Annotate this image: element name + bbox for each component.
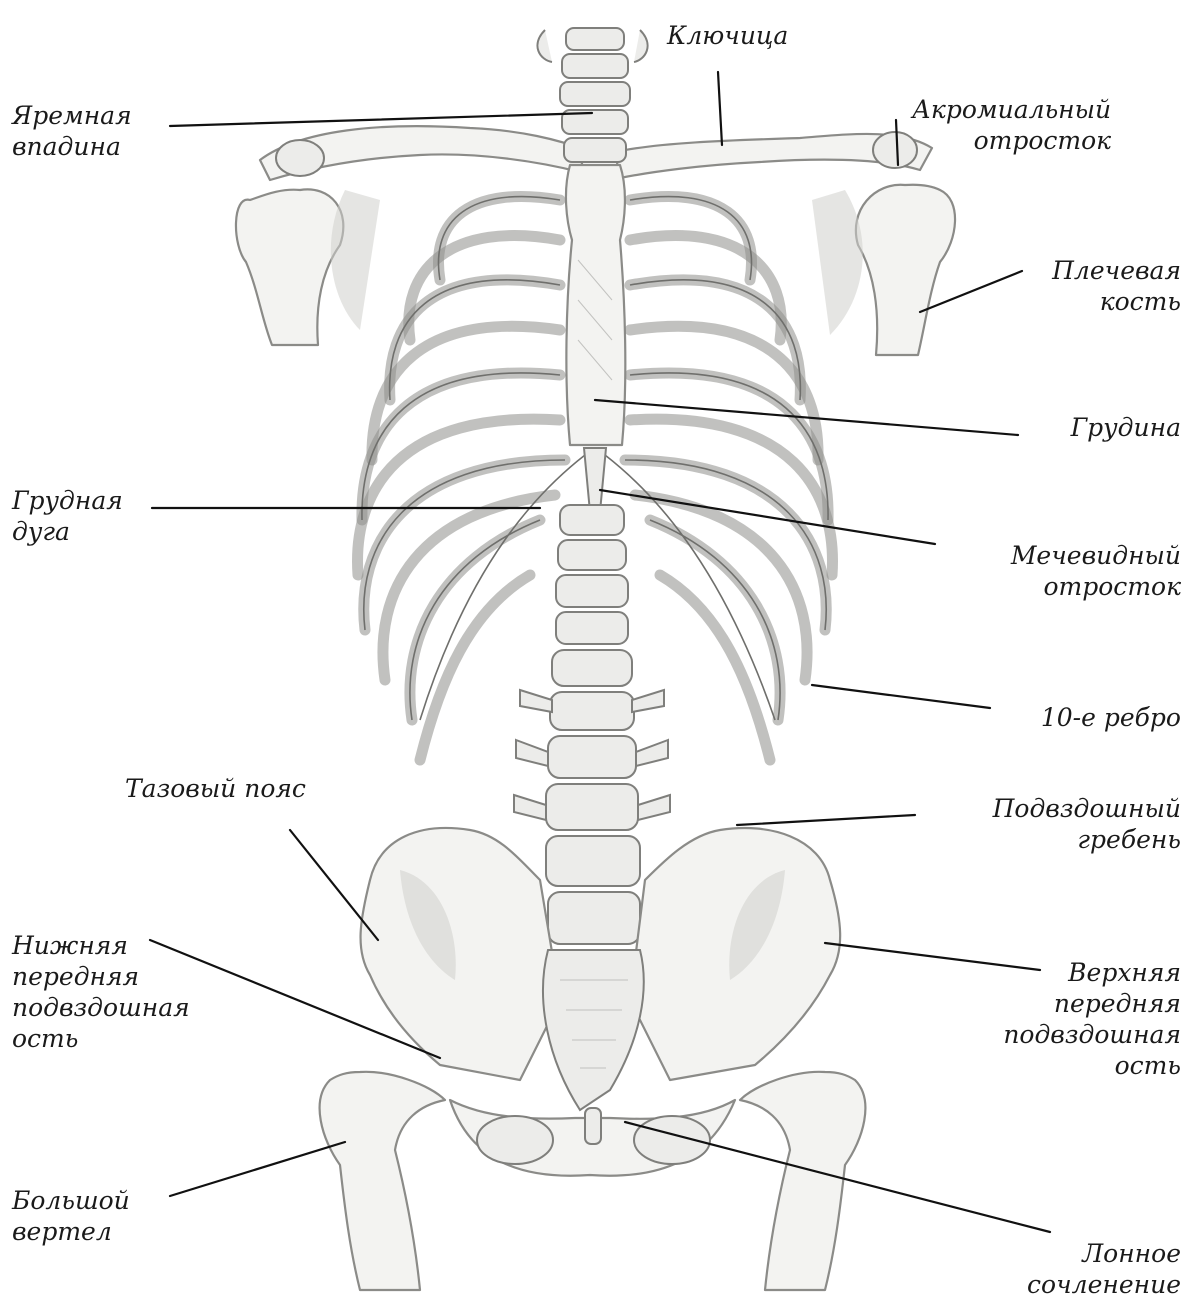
label-lonnoe-line2: сочленение [1027, 1269, 1181, 1300]
label-lonnoe-sochlenenie: Лонное сочленение [1027, 1238, 1181, 1300]
label-nizhnyaya-line1: Нижняя [12, 930, 190, 961]
label-mechevidny-line2: отросток [1011, 571, 1181, 602]
ribs-left [358, 197, 565, 760]
label-akromial-line1: Акромиальный [912, 94, 1111, 125]
label-podvzdoshny-greben-line2: гребень [993, 824, 1181, 855]
label-podvzdoshny-greben-line1: Подвздошный [993, 793, 1181, 824]
label-podvzdoshny-greben: Подвздошный гребень [993, 793, 1181, 855]
label-klyuchitsa-line1: Ключица [667, 20, 788, 51]
label-mechevidny-otrostok: Мечевидный отросток [1011, 540, 1181, 602]
label-lonnoe-line1: Лонное [1027, 1238, 1181, 1269]
label-plechevaya-kost: Плечевая кость [1052, 255, 1181, 317]
label-nizhnyaya-line2: передняя [12, 961, 190, 992]
leader-tazovy-poyas [290, 830, 378, 940]
label-akromialny-otrostok: Акромиальный отросток [912, 94, 1111, 156]
label-tazovy-poyas: Тазовый пояс [125, 773, 306, 804]
label-plechevaya-line2: кость [1052, 286, 1181, 317]
label-grudina: Грудина [1071, 412, 1181, 443]
leader-yaremnaya [170, 113, 592, 126]
leader-bolshoy-vertel [170, 1142, 345, 1196]
label-rebro10-line1: 10-е ребро [1041, 702, 1181, 733]
label-bolshoy-vertel-line2: вертел [12, 1216, 130, 1247]
label-verkhnyaya-line3: подвздошная [1003, 1019, 1181, 1050]
label-nizhnyaya-line3: подвздошная [12, 992, 190, 1023]
label-grudina-line1: Грудина [1071, 412, 1181, 443]
label-grudnaya-duga-line2: дуга [12, 516, 123, 547]
leader-klyuchitsa [718, 72, 722, 145]
femur-left [320, 1072, 445, 1290]
label-akromial-line2: отросток [912, 125, 1111, 156]
scapula-left [331, 190, 380, 330]
label-verkhnyaya-line4: ость [1003, 1050, 1181, 1081]
label-10-rebro: 10-е ребро [1041, 702, 1181, 733]
scapula-right [812, 190, 863, 335]
label-yaremnaya-vpadina: Яремная впадина [12, 100, 132, 162]
label-bolshoy-vertel: Большой вертел [12, 1185, 130, 1247]
label-plechevaya-line1: Плечевая [1052, 255, 1181, 286]
label-nizhnyaya-line4: ость [12, 1023, 190, 1054]
leader-podvzdoshny-greben [737, 815, 915, 825]
label-nizhnyaya-perednyaya-ost: Нижняя передняя подвздошная ость [12, 930, 190, 1054]
humerus-right [856, 185, 955, 355]
label-mechevidny-line1: Мечевидный [1011, 540, 1181, 571]
label-verkhnyaya-line2: передняя [1003, 988, 1181, 1019]
humerus-left [236, 189, 343, 345]
label-verkhnyaya-perednyaya-ost: Верхняя передняя подвздошная ость [1003, 957, 1181, 1081]
label-yaremnaya-line2: впадина [12, 131, 132, 162]
sternum [566, 165, 625, 512]
label-bolshoy-vertel-line1: Большой [12, 1185, 130, 1216]
femur-right [740, 1072, 865, 1290]
label-tazovy-poyas-line1: Тазовый пояс [125, 773, 306, 804]
label-yaremnaya-line1: Яремная [12, 100, 132, 131]
leader-rebro10 [812, 685, 990, 708]
label-verkhnyaya-line1: Верхняя [1003, 957, 1181, 988]
label-grudnaya-duga-line1: Грудная [12, 485, 123, 516]
ribs-right [625, 197, 832, 760]
label-grudnaya-duga: Грудная дуга [12, 485, 123, 547]
label-klyuchitsa: Ключица [667, 20, 788, 51]
